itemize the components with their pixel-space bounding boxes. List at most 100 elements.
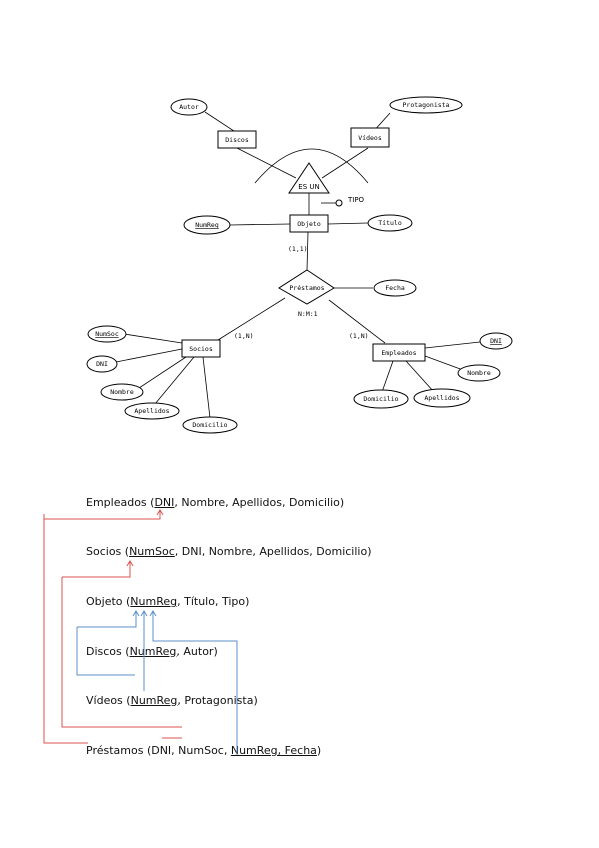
relationship-prestamos-label: Préstamos (289, 284, 324, 292)
attr-titulo-label: Título (378, 219, 402, 227)
fk-arrowhead-socios (126, 560, 134, 567)
entity-empleados-label: Empleados (381, 349, 416, 357)
edge-numsoc (123, 333, 183, 344)
attr-protagonista (389, 96, 463, 114)
entity-socios-label: Socios (189, 345, 213, 353)
relation-socios-attrs: , DNI, Nombre, Apellidos, Domicilio) (174, 545, 372, 558)
edge-objeto-rel (306, 231, 309, 271)
relation-objeto-name: Objeto ( (86, 595, 131, 608)
er-diagram: Autor Protagonista NumReg Título Fecha N… (86, 96, 513, 434)
attr-apellidos-emp (413, 388, 471, 408)
attr-domicilio-socio (182, 416, 238, 434)
entity-discos-label: Discos (225, 136, 249, 144)
fk-line-dni-empleados (43, 514, 88, 744)
attr-dni-emp (479, 332, 513, 350)
attr-nombre-emp (457, 364, 501, 382)
edge-dni-socio (115, 348, 183, 363)
relation-empleados-attrs: , Nombre, Apellidos, Domicilio) (174, 496, 345, 509)
relation-socios: Socios (NumSoc, DNI, Nombre, Apellidos, … (86, 545, 371, 558)
tipo-circle (335, 199, 343, 207)
fk-line-socios-top (62, 562, 131, 578)
attr-autor-label: Autor (179, 103, 199, 111)
attr-nombre-emp-label: Nombre (467, 369, 491, 377)
attr-nombre-socio (100, 383, 144, 401)
edge-apellidos-socio (154, 356, 195, 405)
attr-dni-socio (86, 355, 118, 373)
edge-numreg (229, 223, 291, 226)
fk-arrowhead-prestamos (149, 610, 157, 617)
relation-prestamos: Préstamos (DNI, NumSoc, NumReg, Fecha) (86, 744, 321, 757)
attr-protagonista-label: Protagonista (403, 101, 450, 109)
relation-objeto-pk: NumReg (130, 595, 178, 608)
entity-videos-label: Vídeos (358, 134, 382, 142)
relation-objeto: Objeto (NumReg, Título, Tipo) (86, 595, 249, 608)
edge-discos-isa (236, 147, 297, 179)
attr-fecha (373, 279, 417, 297)
relation-objeto-attrs: , Título, Tipo) (177, 595, 250, 608)
edge-nombre-emp (424, 355, 464, 371)
entity-objeto (289, 214, 329, 233)
fk-arrowhead-empleados (156, 509, 164, 516)
relation-videos-pk: NumReg (130, 694, 178, 707)
fk-arrowhead-videos (140, 610, 148, 617)
attr-autor (170, 98, 208, 116)
attr-numreg (183, 215, 231, 235)
relation-discos-attrs: , Autor) (176, 645, 218, 658)
edge-autor (204, 111, 238, 134)
entity-discos (217, 130, 257, 149)
attr-numsoc (87, 325, 127, 343)
edge-titulo (327, 222, 369, 225)
edge-rel-socios (217, 297, 286, 341)
edge-videos-isa (321, 147, 369, 179)
card-socios: (1,N) (234, 332, 254, 340)
relation-discos-pk: NumReg (129, 645, 177, 658)
attr-titulo (367, 214, 413, 232)
isa-arc (254, 148, 369, 184)
relation-prestamos-attrs: ) (316, 744, 322, 757)
relation-videos: Vídeos (NumReg, Protagonista) (86, 694, 258, 707)
attr-domicilio-emp-label: Domicilio (363, 395, 398, 403)
edge-domicilio-emp (381, 360, 394, 393)
edge-domicilio-socio (202, 356, 211, 419)
relationship-prestamos (278, 269, 335, 305)
tipo-label: TIPO (347, 196, 365, 204)
fk-line-prestamos (152, 612, 238, 755)
attr-dni-emp-label: DNI (490, 337, 502, 345)
relation-socios-pk: NumSoc (129, 545, 175, 558)
relation-empleados: Empleados (DNI, Nombre, Apellidos, Domic… (86, 496, 344, 509)
relation-discos: Discos (NumReg, Autor) (86, 645, 218, 658)
edge-rel-empleados (328, 299, 386, 344)
relation-videos-name: Vídeos ( (86, 694, 131, 707)
attr-apellidos-emp-label: Apellidos (424, 394, 459, 402)
isa-triangle (288, 162, 330, 194)
attr-numreg-label: NumReg (195, 221, 219, 229)
fk-line-empleados-top (44, 511, 161, 520)
fk-line-discos-top (77, 612, 137, 628)
relation-empleados-name: Empleados ( (86, 496, 155, 509)
card-relation: N:M:1 (298, 310, 318, 318)
attr-domicilio-emp (353, 389, 409, 409)
card-empleados: (1,N) (349, 332, 369, 340)
isa-label: ES UN (298, 183, 319, 191)
card-objeto: (1,1) (288, 245, 308, 253)
edge-apellidos-emp (405, 360, 435, 393)
fk-arrows-blue (76, 610, 238, 755)
relation-prestamos-name: Préstamos (DNI, NumSoc, (86, 744, 231, 757)
fk-arrowhead-discos (132, 610, 140, 617)
attr-nombre-socio-label: Nombre (110, 388, 134, 396)
entity-objeto-label: Objeto (297, 220, 321, 228)
relation-empleados-pk: DNI (154, 496, 175, 509)
entity-socios (181, 339, 221, 358)
relation-discos-name: Discos ( (86, 645, 130, 658)
attr-apellidos-socio (124, 402, 180, 420)
edge-dni-emp (424, 341, 481, 349)
relation-socios-name: Socios ( (86, 545, 130, 558)
attr-apellidos-socio-label: Apellidos (134, 407, 169, 415)
relation-videos-attrs: , Protagonista) (177, 694, 258, 707)
attr-dni-socio-label: DNI (96, 360, 108, 368)
entity-videos (350, 127, 390, 148)
attr-fecha-label: Fecha (385, 284, 405, 292)
attr-domicilio-socio-label: Domicilio (192, 421, 227, 429)
entity-empleados (372, 343, 426, 362)
attr-numsoc-label: NumSoc (95, 330, 119, 338)
